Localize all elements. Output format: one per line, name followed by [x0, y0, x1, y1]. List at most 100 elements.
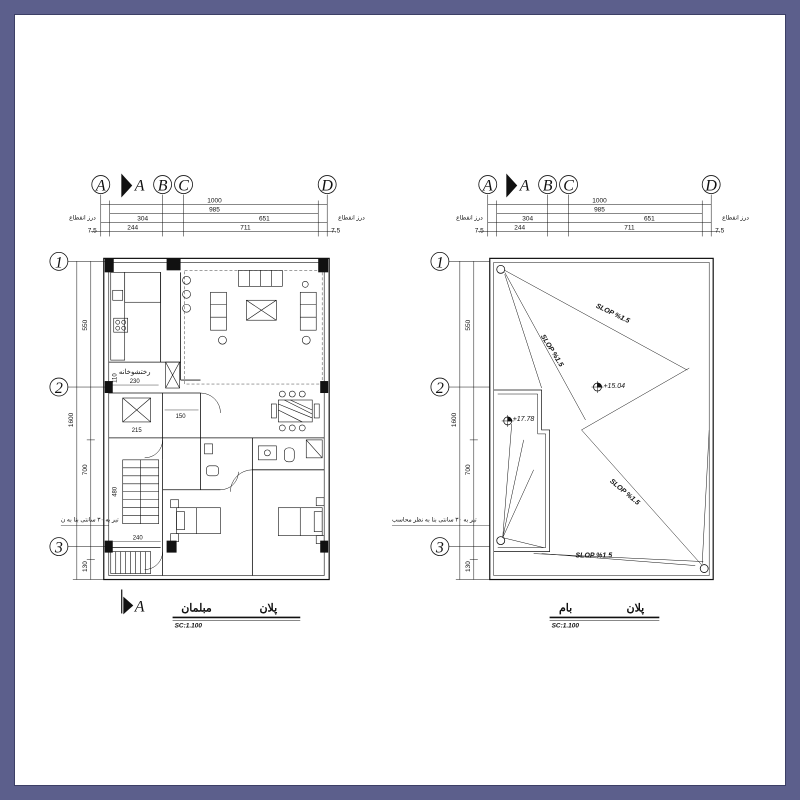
- furniture-plan-title: پلان مبلمان SC:1.100: [172, 602, 301, 629]
- beam-note-left: تیر به ۳۰ سانتی بنا به ن: [61, 517, 119, 524]
- roof-plan: A B C D A 1000 985 304 651 244 711 7.5 7: [392, 173, 749, 629]
- furniture-plan: A B C D A 1000 985 304 651 244 711: [49, 173, 365, 629]
- roof-title-word1: پلان: [627, 602, 645, 614]
- bedrooms: [170, 497, 325, 544]
- furniture-title-word1: پلان: [260, 602, 278, 614]
- top-axis-row-right: A B C D A: [478, 173, 721, 198]
- dim-edge-left: 7.5: [88, 227, 97, 234]
- dim-edge-right: 7.5: [331, 227, 340, 234]
- roof-title-word2: بام: [559, 602, 572, 614]
- beam-note-right: تیر به ۳۰ سانتی بنا به نظر محاسب: [392, 517, 477, 524]
- roof-drain-bottom-left: [496, 536, 506, 546]
- dim-seg1-right: 304: [522, 215, 533, 222]
- dim-seg4: 711: [240, 224, 251, 231]
- axis-label-2: 2: [55, 380, 63, 397]
- axis-label-3: 3: [54, 540, 63, 557]
- slope-labels: SLOP %1.5 SLOP %1.5 SLOP %1.5 SLOP %1.5: [539, 303, 641, 560]
- bottom-section-label: A: [134, 598, 145, 615]
- vdim-700-right: 700: [465, 464, 472, 475]
- elevator-stair: 215 150 480 240: [110, 397, 199, 574]
- side-axis-column-left: 1 2 3 550 1600 700 130: [49, 251, 109, 580]
- furniture-scale: SC:1.100: [175, 622, 203, 629]
- dim-seg1: 304: [137, 215, 148, 222]
- kitchen: رختشوخانه 110 230: [110, 272, 191, 389]
- building-walls-left: [103, 257, 330, 581]
- bottom-section-marker: A: [121, 589, 145, 615]
- axis-label-b-right: B: [543, 178, 553, 195]
- dim-seg4-right: 711: [624, 224, 635, 231]
- level-low: +17.78: [513, 416, 535, 423]
- joint-label-left-right: درز انقطاع: [456, 214, 483, 221]
- axis-bubble-b-right: [538, 175, 557, 194]
- top-dimensions-left: 1000 985 304 651 244 711 7.5 7.5 درز انق…: [69, 194, 365, 237]
- axis-label-d: D: [320, 178, 333, 195]
- dining-table: [271, 390, 320, 432]
- slope-lines: [502, 270, 710, 566]
- axis-bubble-a-right: [478, 175, 498, 194]
- axis-label-1-right: 1: [436, 254, 444, 271]
- axis-label-a-right: A: [482, 178, 493, 195]
- section-arrow-icon-right: [506, 173, 518, 198]
- roof-drain-top-left: [496, 264, 506, 274]
- level-high: +15.04: [603, 383, 625, 390]
- axis-label-1: 1: [55, 254, 63, 271]
- vdim-130-right: 130: [465, 561, 472, 572]
- vdim-1600-right: 1600: [451, 412, 458, 427]
- dim-230: 230: [130, 379, 141, 385]
- storage-room-label: رختشوخانه: [119, 368, 151, 376]
- side-axis-column-right: 1 2 3 550 1600 700 130: [430, 251, 490, 580]
- axis-label-c-right: C: [563, 178, 574, 195]
- dim-total-right: 1000: [592, 198, 607, 205]
- axis-label-d-right: D: [704, 178, 717, 195]
- joint-label-left: درز انقطاع: [69, 214, 96, 221]
- axis-bubble-d: [317, 175, 337, 194]
- vdim-130: 130: [82, 561, 89, 572]
- dim-seg3-right: 244: [514, 224, 525, 231]
- section-label-right: A: [519, 178, 530, 195]
- dim-edge-left-right: 7.5: [475, 227, 484, 234]
- roof-scale: SC:1.100: [552, 622, 580, 629]
- bathrooms: [204, 439, 323, 477]
- axis-label-b: B: [158, 178, 168, 195]
- axis-bubble-b: [153, 175, 172, 194]
- dim-215: 215: [132, 428, 143, 434]
- roof-outline: [489, 257, 714, 581]
- dim-150: 150: [176, 414, 187, 420]
- drawing-sheet: A B C D A 1000 985 304 651 244 711: [14, 14, 786, 786]
- top-axis-row-left: A B C D A: [91, 173, 337, 198]
- dim-seg3: 244: [127, 224, 138, 231]
- slope-label-diagonal: SLOP %1.5: [539, 334, 564, 369]
- slope-label-lower: SLOP %1.5: [608, 478, 641, 507]
- section-arrow-icon: [121, 173, 133, 198]
- section-label: A: [134, 178, 145, 195]
- roof-drain-bottom-right: [699, 564, 709, 573]
- dim-inner: 985: [209, 206, 220, 213]
- dim-seg2-right: 651: [644, 215, 655, 222]
- level-marks: +15.04 +17.78: [501, 381, 625, 427]
- axis-bubble-a: [91, 175, 111, 194]
- top-dimensions-right: 1000 985 304 651 244 711 7.5 7.5 درز انق…: [456, 194, 749, 237]
- vdim-550: 550: [82, 319, 89, 330]
- axis-label-c: C: [178, 178, 189, 195]
- joint-label-right-right: درز انقطاع: [722, 214, 749, 221]
- dim-110: 110: [113, 373, 119, 383]
- dim-edge-right-right: 7.5: [715, 227, 724, 234]
- slope-label-top: SLOP %1.5: [595, 303, 631, 325]
- dim-480: 480: [113, 486, 119, 497]
- vdim-550-right: 550: [465, 319, 472, 330]
- vdim-1600: 1600: [68, 412, 75, 427]
- axis-label-3-right: 3: [435, 540, 444, 557]
- axis-bubble-c-right: [559, 175, 578, 194]
- axis-label-a: A: [95, 178, 106, 195]
- axis-label-2-right: 2: [436, 380, 444, 397]
- roof-plan-title: پلان بام SC:1.100: [549, 602, 660, 629]
- drawing-canvas[interactable]: A B C D A 1000 985 304 651 244 711: [15, 15, 785, 785]
- axis-bubble-d-right: [701, 175, 721, 194]
- dim-inner-right: 985: [594, 206, 605, 213]
- dim-seg2: 651: [259, 215, 270, 222]
- axis-bubble-c: [174, 175, 193, 194]
- slope-label-bottom: SLOP %1.5: [576, 553, 613, 560]
- joint-label-right: درز انقطاع: [338, 214, 365, 221]
- dim-240: 240: [133, 536, 144, 542]
